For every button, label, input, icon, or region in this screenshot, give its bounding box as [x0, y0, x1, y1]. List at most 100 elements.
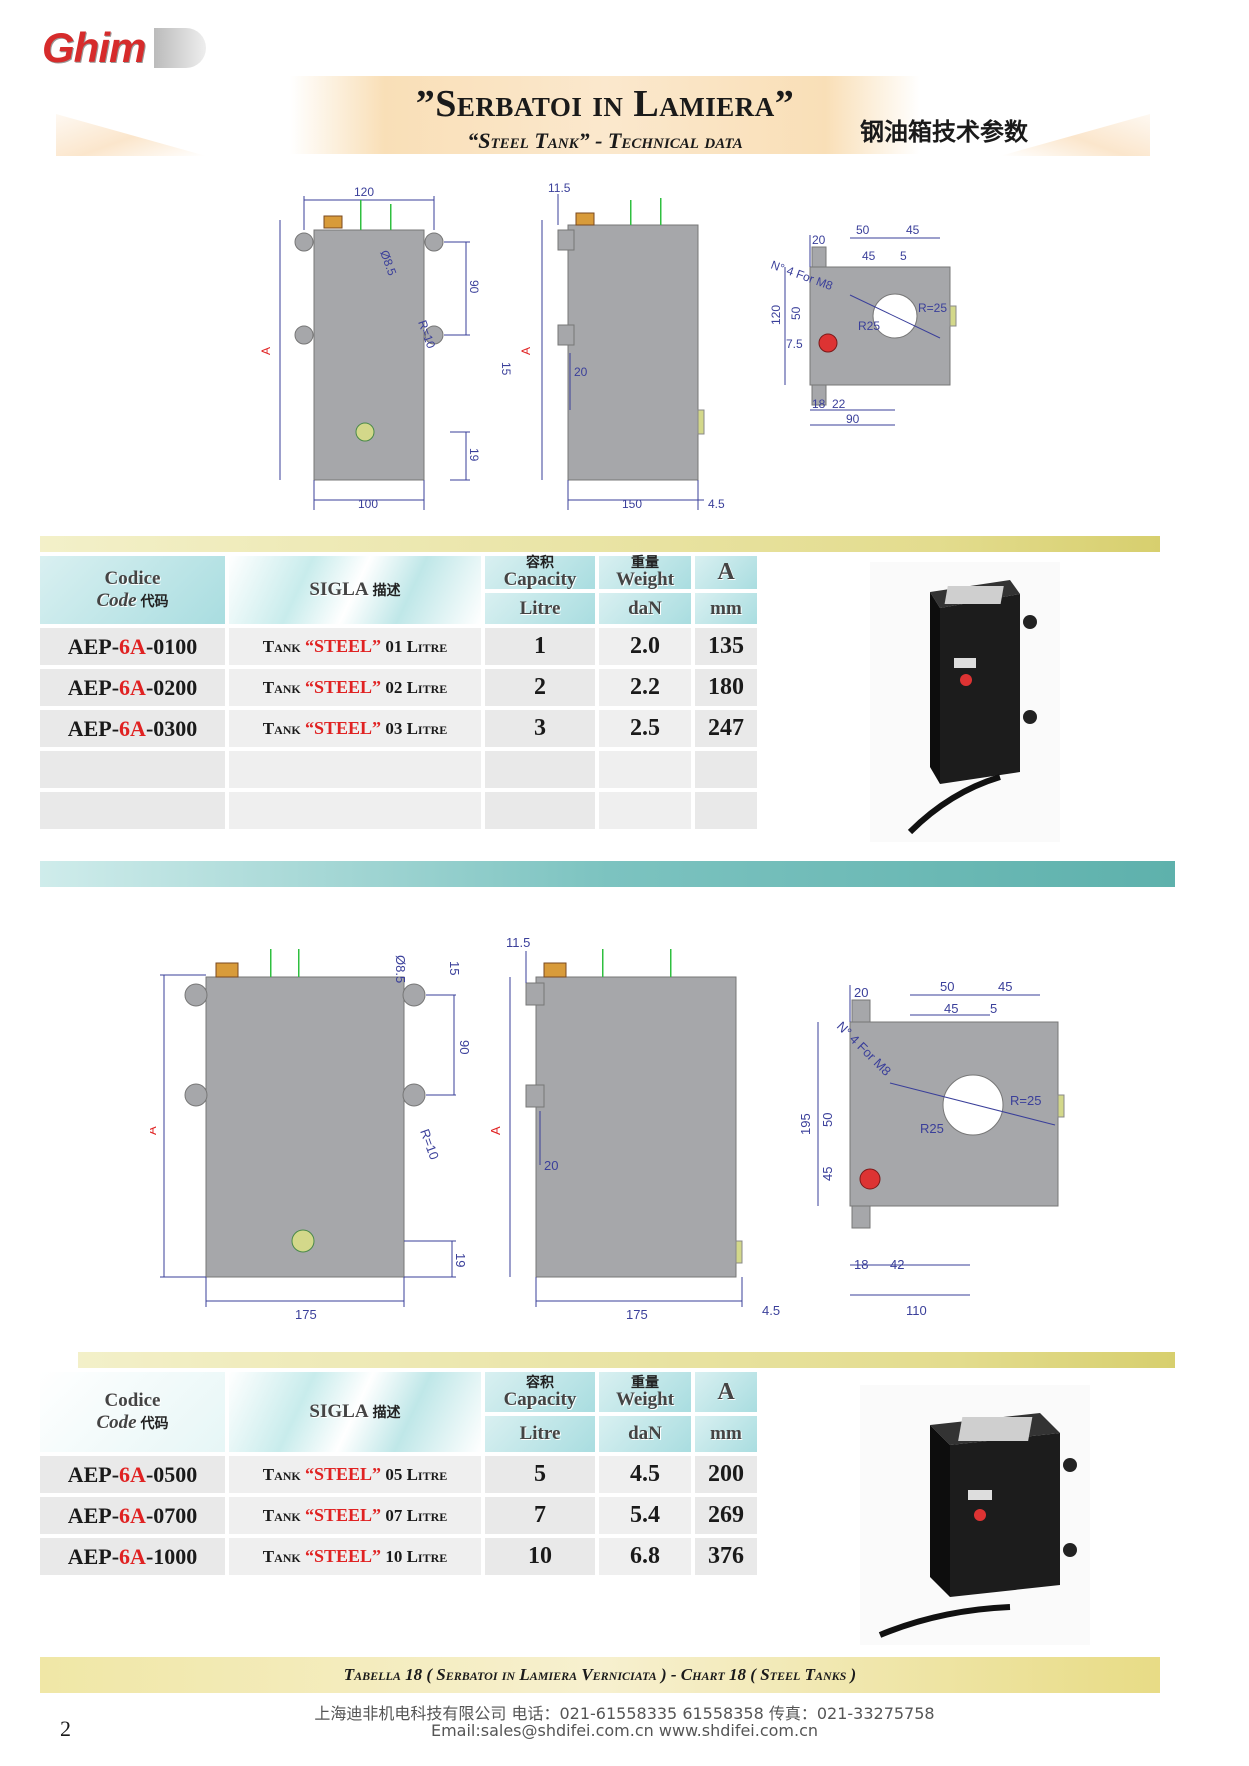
dim-front-top: 15: [499, 362, 513, 376]
cell-cap: 5: [485, 1456, 595, 1493]
dim-top-d3: 45: [906, 223, 920, 237]
dim-front-base: 100: [358, 497, 378, 510]
page-subtitle: “Steel Tank” - Technical data: [467, 128, 743, 153]
table1-top-band: [40, 536, 1160, 552]
table2-header-code: Codice Code 代码: [40, 1372, 225, 1452]
cell-cap: 7: [485, 1497, 595, 1534]
dim2-top-d3: 45: [998, 979, 1012, 994]
chart-caption: Tabella 18 ( Serbatoi in Lamiera Vernici…: [40, 1657, 1160, 1693]
dim-top-d4: 45: [862, 249, 876, 263]
cell-weight: 4.5: [599, 1456, 691, 1493]
dim2-top-b2: 42: [890, 1257, 904, 1272]
empty-cell: [40, 751, 225, 788]
product-photo-large-tank: [860, 1385, 1090, 1645]
dim-side-lip: 4.5: [708, 497, 725, 510]
logo-text: Ghim: [42, 24, 146, 71]
dim2-top-d2: 50: [940, 979, 954, 994]
cell-description: Tank “STEEL” 02 Litre: [229, 669, 481, 706]
empty-cell: [485, 792, 595, 829]
cell-cap: 2: [485, 669, 595, 706]
dim2-top-r2: R=25: [1010, 1093, 1041, 1108]
dim-top-r1: R25: [858, 319, 880, 333]
cell-code: AEP-6A-0700: [40, 1497, 225, 1534]
dim2-top-h2: 50: [820, 1113, 835, 1127]
cell-code: AEP-6A-0300: [40, 710, 225, 747]
table1-bottom-band: [40, 861, 1175, 887]
cell-description: Tank “STEEL” 03 Litre: [229, 710, 481, 747]
table2-unit-mm: mm: [695, 1416, 757, 1452]
cell-code: AEP-6A-1000: [40, 1538, 225, 1575]
dim-top-b2: 22: [832, 397, 846, 411]
cell-a: 135: [695, 628, 757, 665]
dim2-top-b1: 18: [854, 1257, 868, 1272]
cell-a: 180: [695, 669, 757, 706]
cell-cap: 3: [485, 710, 595, 747]
table1-header-sigla: SIGLA 描述: [229, 556, 481, 624]
table2-top-band: [78, 1352, 1175, 1368]
table2-unit-dan: daN: [599, 1416, 691, 1452]
dim-front-height: A: [259, 347, 273, 355]
table1-header-a: A: [695, 556, 757, 589]
dim2-front-base: 175: [295, 1307, 317, 1322]
cell-weight: 6.8: [599, 1538, 691, 1575]
table1-header-code: Codice Code 代码: [40, 556, 225, 624]
empty-cell: [40, 792, 225, 829]
dim2-side-height: A: [488, 1126, 503, 1135]
table2-header-capacity: 容积 Capacity: [485, 1372, 595, 1412]
dim2-top-d5: 5: [990, 1001, 997, 1016]
dim2-side-lip: 4.5: [762, 1303, 780, 1318]
dim2-front-height: A: [150, 1126, 159, 1135]
product-photo-small-tank: [870, 562, 1060, 842]
cell-code: AEP-6A-0100: [40, 628, 225, 665]
empty-cell: [695, 792, 757, 829]
cell-weight: 2.5: [599, 710, 691, 747]
dim2-side-port: 20: [544, 1158, 558, 1173]
technical-drawing-small: 120 15 Ø8.5 90 R=10 19 100 A 11.5 A 20 1…: [230, 180, 1030, 510]
cell-code: AEP-6A-0200: [40, 669, 225, 706]
dim-top-h3: 7.5: [786, 337, 803, 351]
cell-description: Tank “STEEL” 05 Litre: [229, 1456, 481, 1493]
cell-a: 376: [695, 1538, 757, 1575]
cell-a: 200: [695, 1456, 757, 1493]
dim-top-d2: 50: [856, 223, 870, 237]
logo-swoosh: [154, 28, 206, 68]
dim2-top-h1: 195: [798, 1113, 813, 1135]
ghim-logo: Ghim: [34, 22, 206, 76]
dim-top-b3: 90: [846, 412, 860, 426]
dim-side-offset: 11.5: [548, 181, 571, 195]
dim-top-r2: R=25: [918, 301, 947, 315]
cell-cap: 1: [485, 628, 595, 665]
empty-cell: [229, 751, 481, 788]
dim2-top-b3: 110: [906, 1303, 927, 1318]
page-title: ”Serbatoi in Lamiera”: [415, 83, 795, 125]
dim-top-d1: 20: [812, 233, 826, 247]
cell-a: 269: [695, 1497, 757, 1534]
cell-code: AEP-6A-0500: [40, 1456, 225, 1493]
dim-front-bottom: 19: [467, 448, 481, 462]
cell-weight: 2.0: [599, 628, 691, 665]
dim2-top-h3: 45: [820, 1167, 835, 1181]
dim2-front-bottom: 19: [453, 1253, 468, 1267]
dim-top-h2: 50: [789, 306, 803, 320]
dim2-front-top: 15: [447, 961, 462, 975]
table1-unit-litre: Litre: [485, 593, 595, 624]
empty-cell: [485, 751, 595, 788]
dim2-front-pitch: 90: [457, 1040, 472, 1054]
cell-description: Tank “STEEL” 10 Litre: [229, 1538, 481, 1575]
page-number: 2: [60, 1716, 71, 1741]
dim-top-h1: 120: [769, 305, 783, 325]
dim-side-port: 20: [574, 365, 588, 379]
table2-unit-litre: Litre: [485, 1416, 595, 1452]
dim-side-height: A: [519, 347, 533, 355]
empty-cell: [229, 792, 481, 829]
cell-description: Tank “STEEL” 01 Litre: [229, 628, 481, 665]
table1-header-capacity: 容积 Capacity: [485, 556, 595, 589]
dim2-top-r1: R25: [920, 1121, 944, 1136]
cell-description: Tank “STEEL” 07 Litre: [229, 1497, 481, 1534]
dim2-front-hole: Ø8.5: [393, 955, 408, 983]
dim-side-depth: 150: [622, 497, 642, 510]
table1-unit-dan: daN: [599, 593, 691, 624]
table1-unit-mm: mm: [695, 593, 757, 624]
contact-email-web: Email:sales@shdifei.com.cn www.shdifei.c…: [430, 1721, 819, 1740]
empty-cell: [599, 792, 691, 829]
